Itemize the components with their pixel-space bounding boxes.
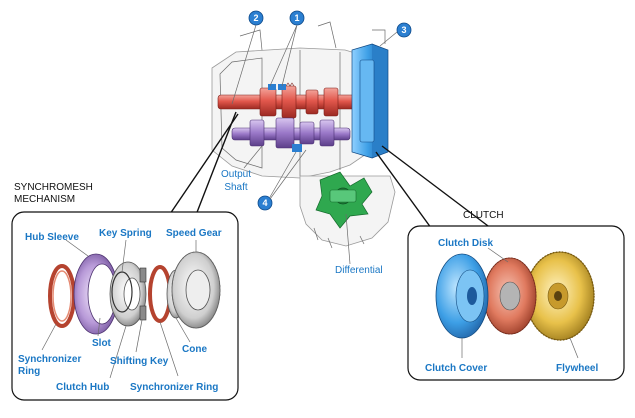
clutch-connector-line-2 — [375, 151, 435, 233]
label-clutch-cover: Clutch Cover — [425, 363, 487, 374]
input-shaft — [217, 82, 379, 122]
callout-4: 4 — [257, 149, 307, 211]
leader-clutch-disk — [487, 247, 509, 263]
svg-text:MECHANISM: MECHANISM — [14, 194, 75, 205]
callout-3: 3 — [379, 22, 412, 47]
leader-slot — [97, 317, 101, 337]
svg-text:Output: Output — [221, 169, 251, 180]
synchromesh-title: SYNCHROMESH MECHANISM — [14, 182, 93, 205]
callout-1: 1 — [269, 10, 305, 87]
label-shifting-key: Shifting Key — [110, 356, 169, 367]
label-synchronizer-ring-right: Synchronizer Ring — [130, 382, 218, 393]
shifting-key-part — [139, 267, 147, 321]
differential-gear — [315, 171, 373, 229]
leader-flywheel — [569, 337, 579, 359]
leader-sync-ring-left — [41, 323, 57, 351]
leader-shifting-key — [135, 319, 143, 353]
label-synchronizer-ring-left-1: Synchronizer — [18, 354, 81, 365]
svg-text:Differential: Differential — [335, 265, 383, 276]
svg-text:3: 3 — [401, 25, 406, 35]
output-shaft-assembly — [231, 84, 351, 152]
output-shaft-label: Output Shaft — [221, 145, 263, 193]
synchro-connector-line-2 — [193, 111, 237, 221]
leader-cone — [175, 317, 191, 343]
label-key-spring: Key Spring — [99, 228, 152, 239]
leader-key-spring — [121, 239, 127, 273]
label-clutch-disk: Clutch Disk — [438, 238, 493, 249]
leader-clutch-hub — [109, 325, 127, 379]
label-cone: Cone — [182, 344, 207, 355]
clutch-disk-part — [483, 257, 537, 335]
leader-sync-ring-right — [159, 321, 179, 377]
svg-text:1: 1 — [294, 13, 299, 23]
clutch-title: CLUTCH — [463, 210, 504, 221]
svg-text:2: 2 — [253, 13, 258, 23]
label-hub-sleeve: Hub Sleeve — [25, 232, 79, 243]
svg-text:SYNCHROMESH: SYNCHROMESH — [14, 182, 93, 193]
label-slot: Slot — [92, 338, 112, 349]
label-flywheel: Flywheel — [556, 363, 598, 374]
label-synchronizer-ring-left-2: Ring — [18, 366, 40, 377]
synchro-connector-line — [169, 113, 239, 215]
clutch-cover-part — [435, 253, 489, 339]
svg-text:4: 4 — [262, 198, 267, 208]
clutch-connector-line — [381, 145, 505, 239]
label-clutch-hub: Clutch Hub — [56, 382, 109, 393]
label-speed-gear: Speed Gear — [166, 228, 222, 239]
speed-gear-part — [171, 251, 221, 329]
leader-hub-sleeve — [65, 239, 89, 257]
clutch-housing — [351, 43, 389, 159]
hub-sleeve-part — [73, 253, 119, 335]
callout-2: 2 — [231, 10, 264, 105]
flywheel-part — [525, 251, 595, 341]
differential-label: Differential — [335, 213, 383, 276]
svg-text:Shaft: Shaft — [224, 182, 248, 193]
